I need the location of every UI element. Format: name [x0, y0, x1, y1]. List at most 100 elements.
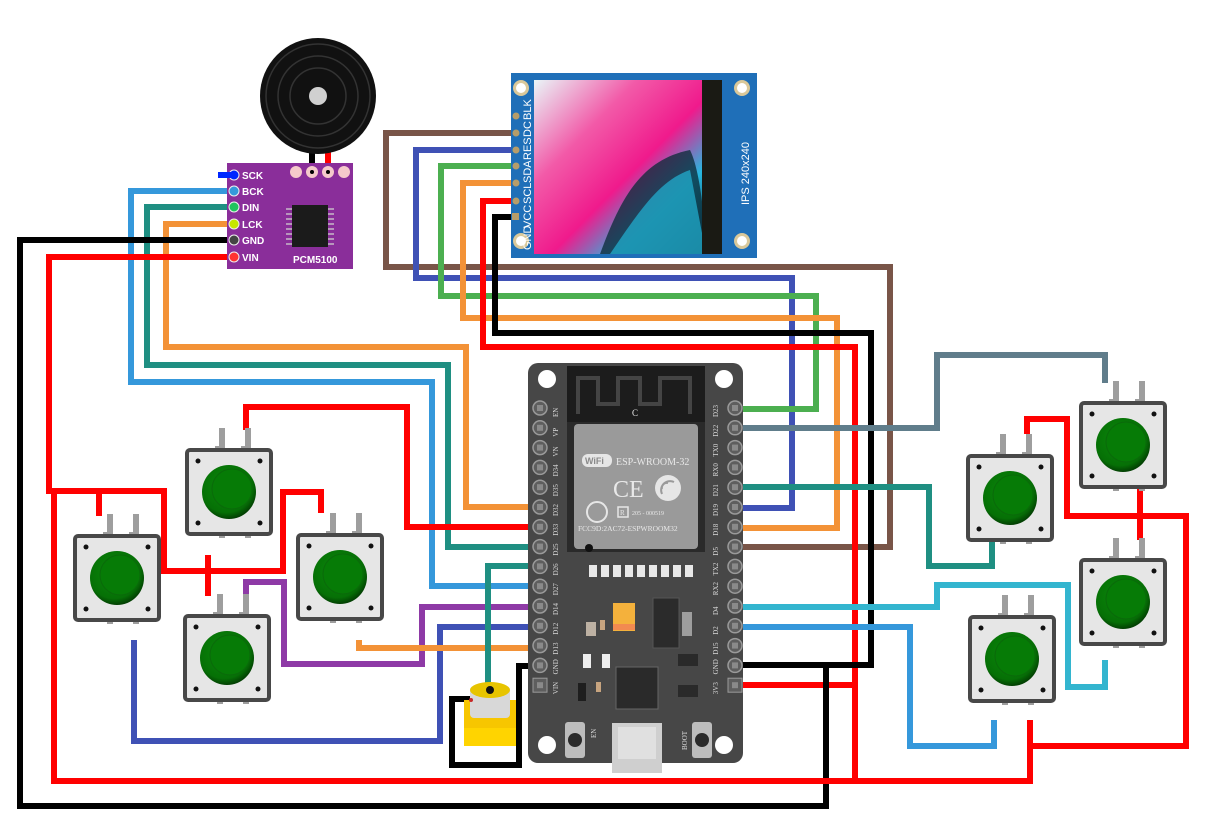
esp32-pin-d33[interactable]: D33 [532, 519, 560, 536]
lcd-pin-blk: BLK [522, 99, 534, 120]
esp32-pin-label: D13 [552, 642, 560, 655]
lcd-module: GND VCC SCL SDA RES DC BLK IPS 240x240 [511, 73, 757, 258]
push-button[interactable] [966, 432, 1054, 546]
dac-chip [286, 205, 334, 247]
esp32-pin-d34[interactable]: D34 [532, 459, 560, 476]
esp32-pin-label: EN [552, 408, 560, 417]
en-button[interactable] [565, 722, 585, 758]
vibration-motor [464, 682, 516, 746]
wire-btn-d4 [735, 582, 1108, 690]
esp32-pin-label: GND [552, 659, 560, 674]
esp32-pin-vin[interactable]: VIN [532, 677, 560, 694]
wire-btn-vcc-left-a [54, 488, 102, 516]
esp32-pin-d23[interactable]: D23 [712, 400, 743, 417]
esp32-pin-d12[interactable]: D12 [532, 618, 560, 635]
esp32-pin-d26[interactable]: D26 [532, 558, 560, 576]
dac-pin-din: DIN [242, 203, 259, 214]
esp32-pin-en[interactable]: EN [532, 400, 560, 417]
esp32-pin-vn[interactable]: VN [532, 439, 560, 457]
push-button[interactable] [296, 511, 384, 625]
push-button[interactable] [968, 593, 1056, 707]
lcd-pin-gnd: GND [522, 226, 534, 251]
wire-lcd-dc-d19 [413, 147, 795, 511]
esp32-pin-d2[interactable]: D2 [712, 618, 743, 635]
esp32-pin-rx2[interactable]: RX2 [712, 578, 743, 595]
esp32-pin-label: D33 [552, 523, 560, 536]
esp32-pin-tx2[interactable]: TX2 [712, 558, 743, 575]
push-button[interactable] [1079, 379, 1167, 493]
esp32-pin-d22[interactable]: D22 [712, 420, 743, 437]
usb-port [612, 723, 662, 773]
antenna-mark: C [632, 408, 638, 418]
wifi-logo: WiFi [585, 456, 604, 466]
esp32-pin-label: D21 [712, 484, 720, 497]
esp32-pin-label: 3V3 [712, 682, 720, 695]
lcd-pin-dc: DC [522, 121, 534, 137]
esp32-pin-d21[interactable]: D21 [712, 479, 743, 497]
wire-btn-vcc-left-b [99, 488, 211, 596]
dac-pin-vin: VIN [242, 253, 259, 264]
esp32-pin-d25[interactable]: D25 [532, 538, 560, 556]
esp32-pin-d13[interactable]: D13 [532, 637, 560, 655]
lcd-pin-sda: SDA [522, 160, 534, 183]
wire-dac-lck-d32 [163, 221, 540, 510]
module-label: ESP-WROOM-32 [616, 457, 689, 468]
push-button[interactable] [185, 426, 273, 540]
en-button-label: EN [590, 729, 598, 738]
wire-dac-gnd [17, 237, 829, 809]
esp32-pin-gnd[interactable]: GND [532, 657, 560, 674]
push-button[interactable] [73, 512, 161, 626]
esp32-pin-gnd[interactable]: GND [712, 657, 743, 674]
lcd-mount-holes [513, 80, 750, 249]
esp32-pin-tx0[interactable]: TX0 [712, 439, 743, 457]
push-button[interactable] [183, 592, 271, 706]
esp32-pin-label: RX0 [712, 463, 720, 477]
wire-lcd-vcc-3v3 [480, 198, 858, 688]
wire-btn-d13 [356, 640, 540, 651]
wire-btn-vcc-right-a [1024, 416, 1189, 749]
push-button[interactable] [1079, 536, 1167, 650]
esp32-pin-label: D2 [712, 626, 720, 635]
lcd-label: IPS 240x240 [740, 142, 752, 205]
dac-pin-lck: LCK [242, 220, 263, 231]
lcd-pin-scl: SCL [522, 183, 534, 204]
wire-btn-d21 [735, 484, 995, 569]
dac-pin-sck: SCK [242, 171, 264, 182]
wire-dac-vin [46, 254, 855, 784]
esp32-pin-d18[interactable]: D18 [712, 519, 743, 536]
esp32-pin-d4[interactable]: D4 [712, 598, 743, 615]
module-pads [589, 565, 693, 577]
esp32-pin-rx0[interactable]: RX0 [712, 459, 743, 477]
esp32-pin-d14[interactable]: D14 [532, 598, 560, 615]
boot-button[interactable] [692, 722, 712, 758]
wire-btn-d12 [131, 624, 540, 744]
wire-lcd-gnd-gnd [492, 214, 874, 668]
buzzer [260, 38, 376, 154]
esp32-pin-label: D23 [712, 404, 720, 417]
esp32-pin-3v3[interactable]: 3V3 [712, 677, 743, 695]
wire-lcd-sda-d18 [460, 180, 840, 531]
esp32-pin-label: VIN [552, 682, 560, 694]
esp32-pin-d5[interactable]: D5 [712, 538, 743, 556]
boot-button-label: BOOT [681, 730, 689, 750]
esp32-pin-d27[interactable]: D27 [532, 578, 560, 596]
wire-btn-vcc-left-c [208, 489, 324, 574]
r-code: 205 - 000519 [632, 511, 664, 517]
esp32-pin-label: D27 [552, 583, 560, 596]
esp32-pin-d32[interactable]: D32 [532, 499, 560, 516]
esp32-pin-label: GND [712, 659, 720, 674]
esp32-pin-label: D35 [552, 484, 560, 497]
esp32-pin-d19[interactable]: D19 [712, 499, 743, 516]
esp32-pin-vp[interactable]: VP [532, 420, 560, 437]
esp32-pin-label: D18 [712, 523, 720, 536]
esp32-pin-label: D26 [552, 563, 560, 576]
wroom-module: WiFi ESP-WROOM-32 CE R 205 - 000519 FCC9… [567, 422, 705, 552]
board-components [578, 597, 698, 710]
ce-mark: CE [613, 477, 644, 503]
esp32-pin-d15[interactable]: D15 [712, 637, 743, 655]
wire-dac-din-d25 [144, 204, 540, 550]
esp32-pin-d35[interactable]: D35 [532, 479, 560, 497]
